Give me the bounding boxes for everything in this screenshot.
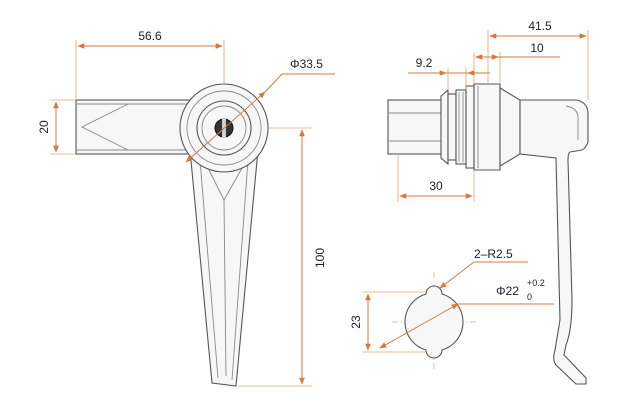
- side-body: [473, 83, 521, 171]
- side-shaft: [387, 99, 449, 155]
- dim-cutout-tol-lower: 0: [527, 292, 532, 302]
- dim-cutout-radius-label: 2–R2.5: [474, 247, 513, 261]
- dim-cutout-tol-upper: +0.2: [527, 278, 545, 288]
- front-view: 56.6 20 Φ33.5 100: [37, 29, 335, 387]
- dim-cutout-height: 23: [349, 291, 426, 353]
- dim-head-diameter-label: Φ33.5: [290, 57, 323, 71]
- front-lever: [189, 149, 259, 387]
- dim-handle-length: 56.6: [75, 29, 225, 100]
- dim-handle-height: 20: [37, 99, 76, 155]
- dim-cutout-diameter: Φ22 +0.2 0: [379, 278, 554, 349]
- dim-handle-height-label: 20: [37, 120, 51, 134]
- dim-shaft-length: 30: [397, 154, 475, 202]
- dim-side-depth-label: 41.5: [528, 19, 552, 33]
- cutout-view: 2–R2.5 Φ22 +0.2 0 23: [349, 247, 554, 372]
- side-nut: [440, 85, 475, 169]
- side-view: 41.5 10 9.2 30: [387, 19, 589, 385]
- dim-overall-length-label: 100: [313, 248, 327, 268]
- dim-body-length: 10: [473, 41, 560, 84]
- dim-body-length-label: 10: [530, 41, 544, 55]
- dim-thread-length: 9.2: [408, 56, 490, 90]
- dim-cutout-height-label: 23: [349, 315, 363, 329]
- dim-cutout-diameter-label: Φ22: [496, 284, 519, 298]
- dim-thread-length-label: 9.2: [416, 56, 433, 70]
- dim-handle-length-label: 56.6: [138, 29, 162, 43]
- dim-cutout-radius: 2–R2.5: [439, 247, 528, 289]
- dim-head-diameter: Φ33.5: [185, 57, 335, 163]
- dim-side-depth: 41.5: [487, 19, 589, 100]
- dim-overall-length: 100: [238, 127, 327, 387]
- side-lever: [519, 99, 589, 385]
- dim-shaft-length-label: 30: [429, 179, 443, 193]
- front-shaft: [75, 99, 195, 155]
